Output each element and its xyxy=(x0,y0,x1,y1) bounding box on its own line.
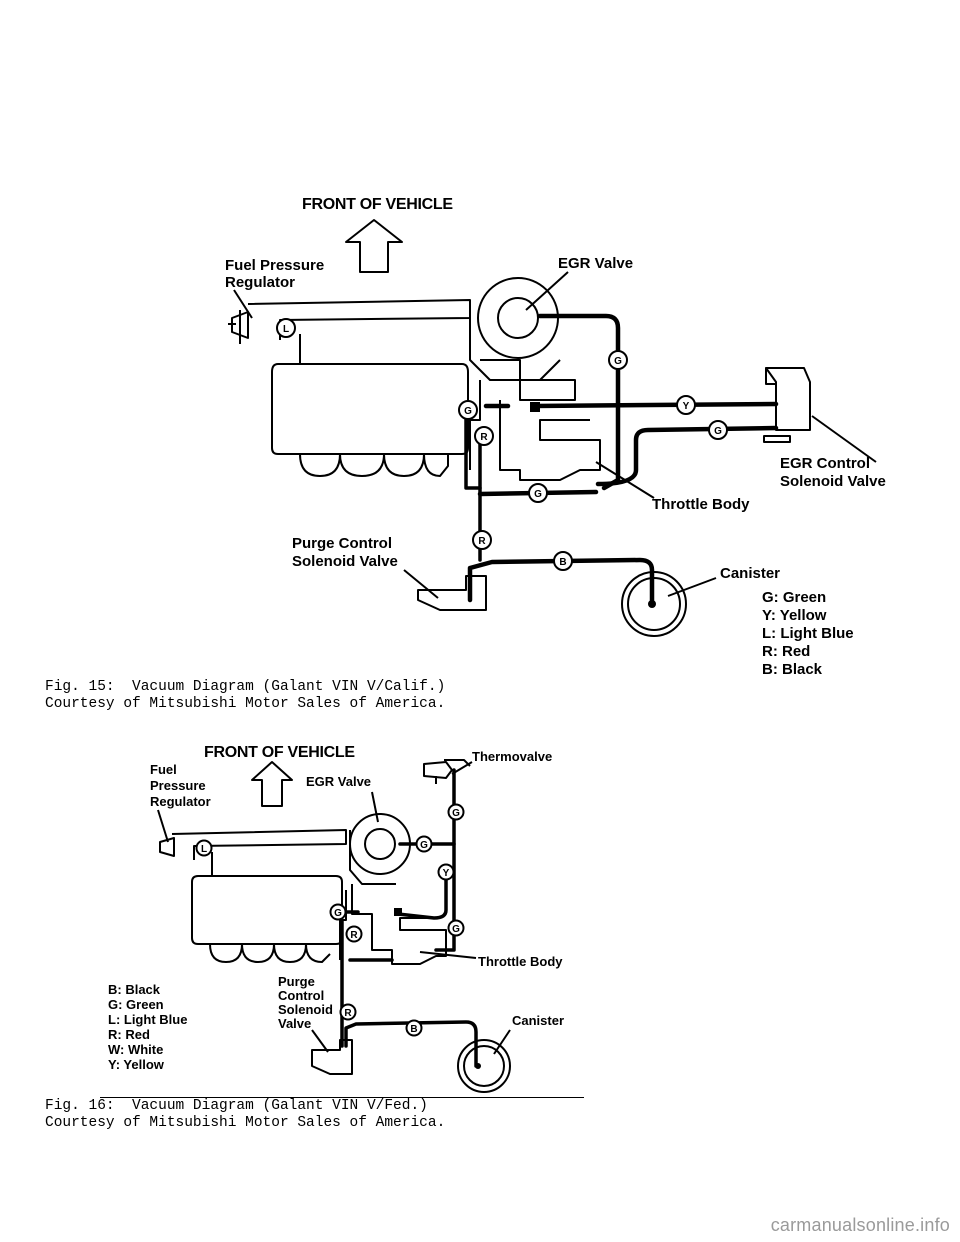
legend-item: Y: Yellow xyxy=(108,1057,165,1072)
fuel-pressure-regulator-label: Fuel xyxy=(150,762,177,777)
purge-control-label: Purge Control xyxy=(292,535,392,552)
throttle-body-label: Throttle Body xyxy=(652,496,750,513)
canister xyxy=(457,1039,511,1093)
watermark-text: carmanualsonline.info xyxy=(770,1215,950,1235)
svg-text:G: G xyxy=(452,808,460,819)
figure-15-caption: Fig. 15: Vacuum Diagram (Galant VIN V/Ca… xyxy=(45,679,445,713)
egr-valve-label: EGR Valve xyxy=(558,255,633,272)
egr-control-label-2: Solenoid Valve xyxy=(780,473,886,490)
throttle-body xyxy=(469,359,601,481)
hose-tag-g: G xyxy=(329,903,347,921)
svg-text:R: R xyxy=(350,930,358,941)
svg-text:L: L xyxy=(201,844,207,855)
svg-text:B: B xyxy=(559,557,566,568)
svg-text:G: G xyxy=(334,908,342,919)
thermovalve-label: Thermovalve xyxy=(472,749,552,764)
hose-tag-g: G xyxy=(708,420,728,440)
svg-text:R: R xyxy=(480,432,488,443)
color-legend: G: Green Y: Yellow L: Light Blue R: Red … xyxy=(762,589,854,678)
purge-control-label-3: Solenoid xyxy=(278,1002,333,1017)
legend-item: Y: Yellow xyxy=(762,607,827,624)
hose-tag-b: B xyxy=(553,551,573,571)
hose-tag-g: G xyxy=(415,835,433,853)
svg-text:G: G xyxy=(452,924,460,935)
svg-text:Y: Y xyxy=(443,868,450,879)
fuel-pressure-regulator-label: Fuel Pressure xyxy=(225,257,324,274)
throttle-body xyxy=(339,884,447,965)
svg-text:G: G xyxy=(534,489,542,500)
fuel-pressure-regulator-label-3: Regulator xyxy=(150,794,211,809)
front-of-vehicle-title: FRONT OF VEHICLE xyxy=(302,196,453,213)
caption-divider xyxy=(100,1097,584,1098)
figure-15-title: Fig. 15: Vacuum Diagram (Galant VIN V/Ca… xyxy=(45,679,446,695)
figure-15-courtesy: Courtesy of Mitsubishi Motor Sales of Am… xyxy=(45,696,446,712)
front-of-vehicle-title: FRONT OF VEHICLE xyxy=(204,744,355,761)
hose-tag-r: R xyxy=(339,1003,357,1021)
color-legend: B: Black G: Green L: Light Blue R: Red W… xyxy=(108,982,187,1072)
hose-tag-b: B xyxy=(405,1019,423,1037)
egr-control-label: EGR Control xyxy=(780,455,870,472)
hose-tag-y: Y xyxy=(676,395,696,415)
legend-item: L: Light Blue xyxy=(762,625,854,642)
figure-16-diagram: FRONT OF VEHICLE Fuel Pressure Regulator… xyxy=(108,744,564,1093)
purge-control-label-4: Valve xyxy=(278,1016,311,1031)
throttle-body-label: Throttle Body xyxy=(478,954,563,969)
legend-item: L: Light Blue xyxy=(108,1012,187,1027)
svg-text:L: L xyxy=(283,324,289,335)
svg-text:G: G xyxy=(420,840,428,851)
intake-manifold xyxy=(228,299,471,477)
hose-tag-g: G xyxy=(528,483,548,503)
fuel-pressure-regulator-label-2: Pressure xyxy=(150,778,206,793)
front-arrow-icon xyxy=(251,761,293,807)
svg-text:R: R xyxy=(344,1008,352,1019)
figure-15-diagram: FRONT OF VEHICLE Fuel Pressure Regulator… xyxy=(225,196,886,678)
egr-control-solenoid-valve xyxy=(763,367,811,443)
purge-control-solenoid-valve xyxy=(311,1039,353,1075)
legend-item: W: White xyxy=(108,1042,163,1057)
hose-tag-g: G xyxy=(447,803,465,821)
hose-tag-g: G xyxy=(608,350,628,370)
legend-item: G: Green xyxy=(108,997,164,1012)
purge-control-label-2: Control xyxy=(278,988,324,1003)
front-arrow-icon xyxy=(345,219,403,273)
hose-tag-y: Y xyxy=(437,863,455,881)
purge-control-label-2: Solenoid Valve xyxy=(292,553,398,570)
canister-label: Canister xyxy=(720,565,780,582)
purge-control-label: Purge xyxy=(278,974,315,989)
purge-control-solenoid-valve xyxy=(417,575,487,611)
intake-manifold xyxy=(159,829,347,963)
hose-tag-r: R xyxy=(474,426,494,446)
svg-text:R: R xyxy=(478,536,486,547)
vacuum-hoses xyxy=(336,768,478,1068)
figure-16-caption: Fig. 16: Vacuum Diagram (Galant VIN V/Fe… xyxy=(45,1098,445,1132)
hose-tag-l: L xyxy=(276,318,296,338)
legend-item: B: Black xyxy=(762,661,823,678)
label-pointers xyxy=(157,761,511,1055)
hose-tag-l: L xyxy=(195,839,213,857)
svg-text:B: B xyxy=(410,1024,417,1035)
hose-tag-r: R xyxy=(472,530,492,550)
canister-label: Canister xyxy=(512,1013,564,1028)
egr-valve-label: EGR Valve xyxy=(306,774,371,789)
svg-text:G: G xyxy=(464,406,472,417)
legend-item: R: Red xyxy=(108,1027,150,1042)
legend-item: G: Green xyxy=(762,589,826,606)
label-pointers xyxy=(233,271,877,599)
fuel-pressure-regulator-label-2: Regulator xyxy=(225,274,295,291)
svg-text:Y: Y xyxy=(683,401,690,412)
egr-valve xyxy=(469,277,561,381)
figure-16-courtesy: Courtesy of Mitsubishi Motor Sales of Am… xyxy=(45,1115,446,1131)
svg-text:G: G xyxy=(614,356,622,367)
hose-tag-g: G xyxy=(458,400,478,420)
legend-item: R: Red xyxy=(762,643,810,660)
hose-tag-g: G xyxy=(447,919,465,937)
egr-valve xyxy=(349,813,411,885)
thermovalve xyxy=(423,759,471,784)
svg-text:G: G xyxy=(714,426,722,437)
hose-tag-r: R xyxy=(345,925,363,943)
figure-16-title: Fig. 16: Vacuum Diagram (Galant VIN V/Fe… xyxy=(45,1098,428,1114)
legend-item: B: Black xyxy=(108,982,161,997)
